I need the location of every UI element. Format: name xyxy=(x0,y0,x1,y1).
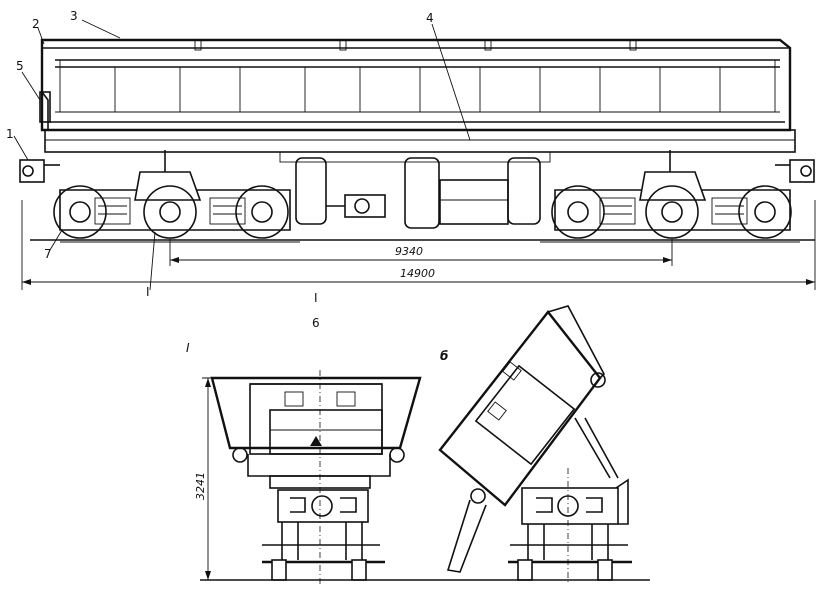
right-bogie xyxy=(551,150,792,239)
view-label-right: б xyxy=(440,349,448,363)
dim-overall-length: 14900 xyxy=(400,267,435,280)
view-label-left: I xyxy=(186,341,190,355)
dim-bogie-centers: 9340 xyxy=(395,245,423,258)
callout-1: 1 xyxy=(6,127,14,141)
dim-height: 3241 xyxy=(194,472,207,500)
callout-6: 6 xyxy=(312,316,320,330)
side-posts xyxy=(59,60,776,112)
end-view-left xyxy=(200,370,440,584)
callout-5: 5 xyxy=(16,59,24,73)
left-bogie xyxy=(53,150,291,239)
callout-section-I: I xyxy=(314,291,318,305)
callout-4: 4 xyxy=(426,11,434,25)
callout-2: 2 xyxy=(32,17,40,31)
dimension-lines xyxy=(21,200,816,290)
end-view-tilted xyxy=(438,305,650,584)
callout-3: 3 xyxy=(70,9,78,23)
callout-7: 7 xyxy=(44,247,52,261)
callout-section-mark: I xyxy=(146,285,150,299)
dump-cylinders xyxy=(279,151,551,229)
side-elevation xyxy=(13,19,816,291)
